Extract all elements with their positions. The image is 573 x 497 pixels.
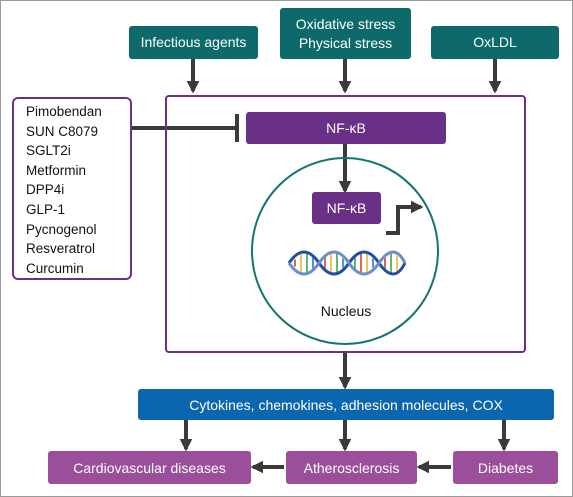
inhibitor-item: SGLT2i bbox=[26, 143, 71, 159]
inhibitor-item: Curcumin bbox=[26, 260, 84, 276]
diabetes-box: Diabetes bbox=[453, 451, 558, 484]
oxldl-box: OxLDL bbox=[431, 26, 559, 59]
inhibitor-item: Metformin bbox=[26, 162, 87, 178]
nucleus-label: Nucleus bbox=[320, 303, 372, 319]
cell-boundary bbox=[165, 95, 526, 353]
oxldl-label: OxLDL bbox=[473, 34, 517, 50]
nfkb-nucleus-box: NF-κB bbox=[312, 192, 381, 224]
inhibitor-item: Resveratrol bbox=[26, 241, 96, 257]
nfkb-cytoplasm-label: NF-κB bbox=[326, 120, 366, 136]
atherosclerosis-label: Atherosclerosis bbox=[303, 459, 400, 476]
diabetes-label: Diabetes bbox=[477, 459, 534, 476]
inhibitor-item: Pycnogenol bbox=[26, 221, 97, 237]
infectious-agents-label: Infectious agents bbox=[140, 34, 247, 50]
oxidative-stress-label: Oxidative stress bbox=[295, 15, 396, 32]
inflammatory-outputs-label: Cytokines, chemokines, adhesion molecule… bbox=[189, 396, 503, 413]
cardiovascular-diseases-label: Cardiovascular diseases bbox=[73, 459, 226, 476]
inhibitor-item: SUN C8079 bbox=[26, 123, 99, 139]
cardiovascular-diseases-box: Cardiovascular diseases bbox=[48, 451, 251, 484]
infectious-agents-box: Infectious agents bbox=[129, 26, 258, 59]
inhibitor-item: DPP4i bbox=[26, 182, 65, 198]
stress-box: Oxidative stress Physical stress bbox=[280, 8, 411, 59]
inhibitor-item: GLP-1 bbox=[26, 201, 66, 217]
physical-stress-label: Physical stress bbox=[298, 34, 393, 51]
nucleus-circle bbox=[251, 157, 439, 345]
inflammatory-outputs-box: Cytokines, chemokines, adhesion molecule… bbox=[138, 389, 554, 420]
inhibitor-list: Pimobendan SUN C8079 SGLT2i Metformin DP… bbox=[12, 97, 132, 280]
inhibitor-item: Pimobendan bbox=[26, 104, 102, 119]
nfkb-nucleus-label: NF-κB bbox=[326, 200, 367, 216]
nfkb-cytoplasm-box: NF-κB bbox=[246, 112, 446, 144]
atherosclerosis-box: Atherosclerosis bbox=[286, 451, 417, 484]
